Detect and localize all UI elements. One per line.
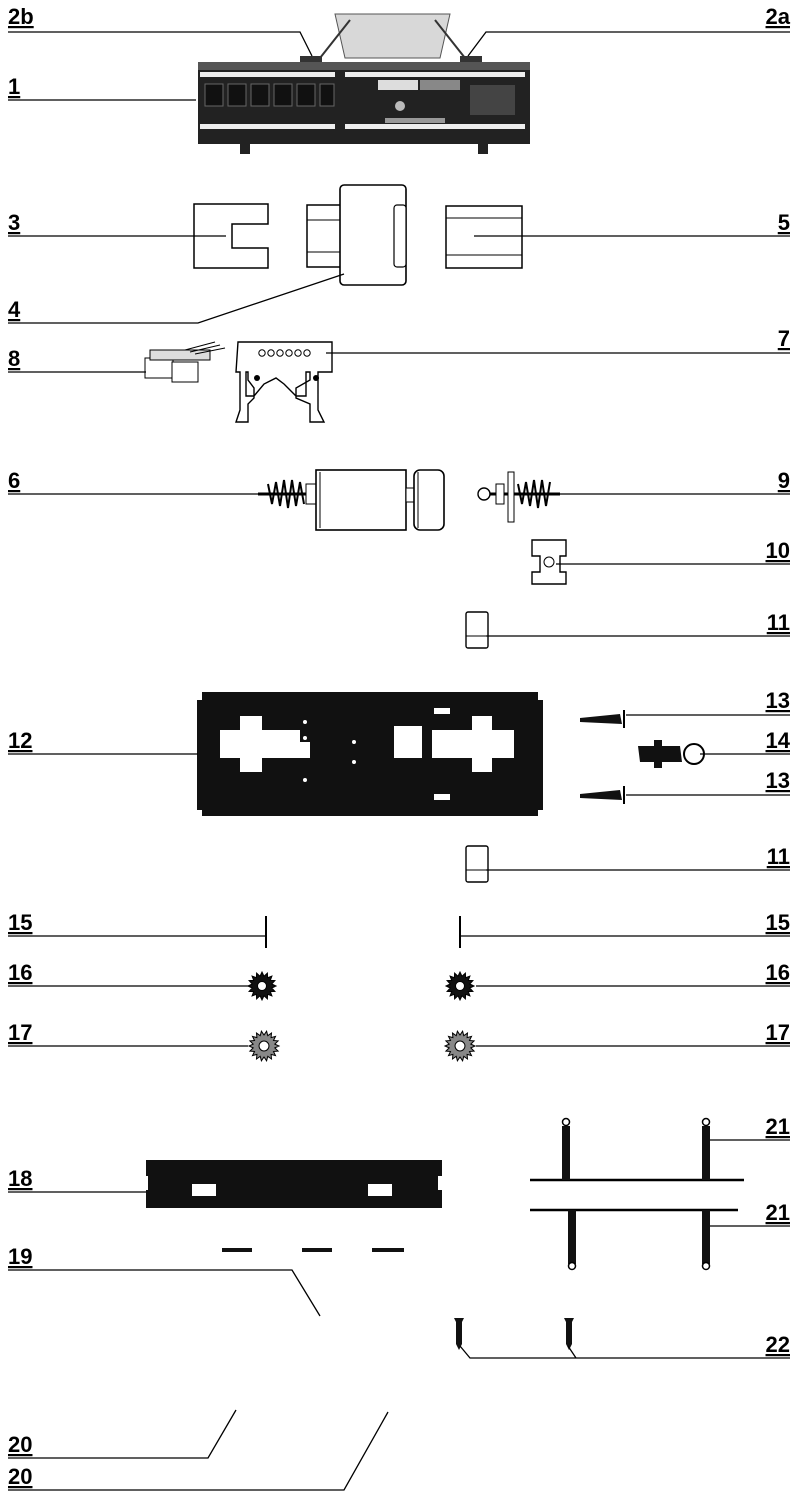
- label-6: 6: [8, 468, 20, 493]
- label-17-left: 17: [8, 1020, 32, 1045]
- part-3-block: [193, 203, 269, 269]
- part-4-center-block: [306, 184, 407, 286]
- part-8-light-board: [144, 341, 226, 383]
- label-3: 3: [8, 210, 20, 235]
- part-1-loco-body: [198, 13, 530, 154]
- part-13-lower-pin: [580, 786, 625, 804]
- part-6-motor: [258, 469, 445, 531]
- label-10: 10: [766, 538, 790, 563]
- part-7-motor-bracket: [235, 341, 333, 423]
- part-18-bottom-plate: [142, 1160, 444, 1208]
- part-12-chassis: [197, 692, 543, 816]
- label-20-lower: 20: [8, 1464, 32, 1489]
- label-7: 7: [778, 326, 790, 351]
- part-21-lower-wire: [530, 1208, 738, 1271]
- label-15-right: 15: [766, 910, 790, 935]
- part-17-right-gear: [443, 1030, 477, 1062]
- leader-lines: [8, 31, 790, 1491]
- part-labels: 2b 2a 1 3 5 4 8 7 6 9 10 11 12 13 14 13 …: [8, 4, 791, 1489]
- part-9-worm-shaft: [477, 471, 560, 523]
- part-5-block: [445, 205, 523, 269]
- label-9: 9: [778, 468, 790, 493]
- label-11-upper: 11: [767, 610, 790, 635]
- part-21-upper-wire: [530, 1117, 744, 1182]
- part-11-upper: [465, 611, 489, 649]
- label-2b: 2b: [8, 4, 34, 29]
- label-12: 12: [8, 728, 32, 753]
- label-2a: 2a: [766, 4, 791, 29]
- label-18: 18: [8, 1166, 32, 1191]
- label-19: 19: [8, 1244, 32, 1269]
- part-13-upper-pin: [580, 710, 625, 728]
- label-13-upper: 13: [766, 688, 790, 713]
- label-15-left: 15: [8, 910, 32, 935]
- label-22: 22: [766, 1332, 790, 1357]
- label-13-lower: 13: [766, 768, 790, 793]
- label-16-left: 16: [8, 960, 32, 985]
- label-21-upper: 21: [766, 1114, 790, 1139]
- part-16-right-gear: [444, 970, 476, 1002]
- part-22-screws: [454, 1318, 574, 1350]
- label-8: 8: [8, 346, 20, 371]
- label-5: 5: [778, 210, 790, 235]
- part-14-connector: [638, 740, 705, 768]
- label-16-right: 16: [766, 960, 790, 985]
- label-17-right: 17: [766, 1020, 790, 1045]
- label-20-upper: 20: [8, 1432, 32, 1457]
- part-11-lower: [465, 845, 489, 883]
- label-4: 4: [8, 297, 21, 322]
- label-21-lower: 21: [766, 1200, 790, 1225]
- part-10-clip: [531, 539, 567, 585]
- label-11-lower: 11: [767, 844, 790, 869]
- label-14: 14: [766, 728, 791, 753]
- part-16-left-gear: [246, 970, 278, 1002]
- part-19-20-strips: [222, 1248, 404, 1252]
- part-17-left-gear: [247, 1030, 281, 1062]
- label-1: 1: [8, 74, 20, 99]
